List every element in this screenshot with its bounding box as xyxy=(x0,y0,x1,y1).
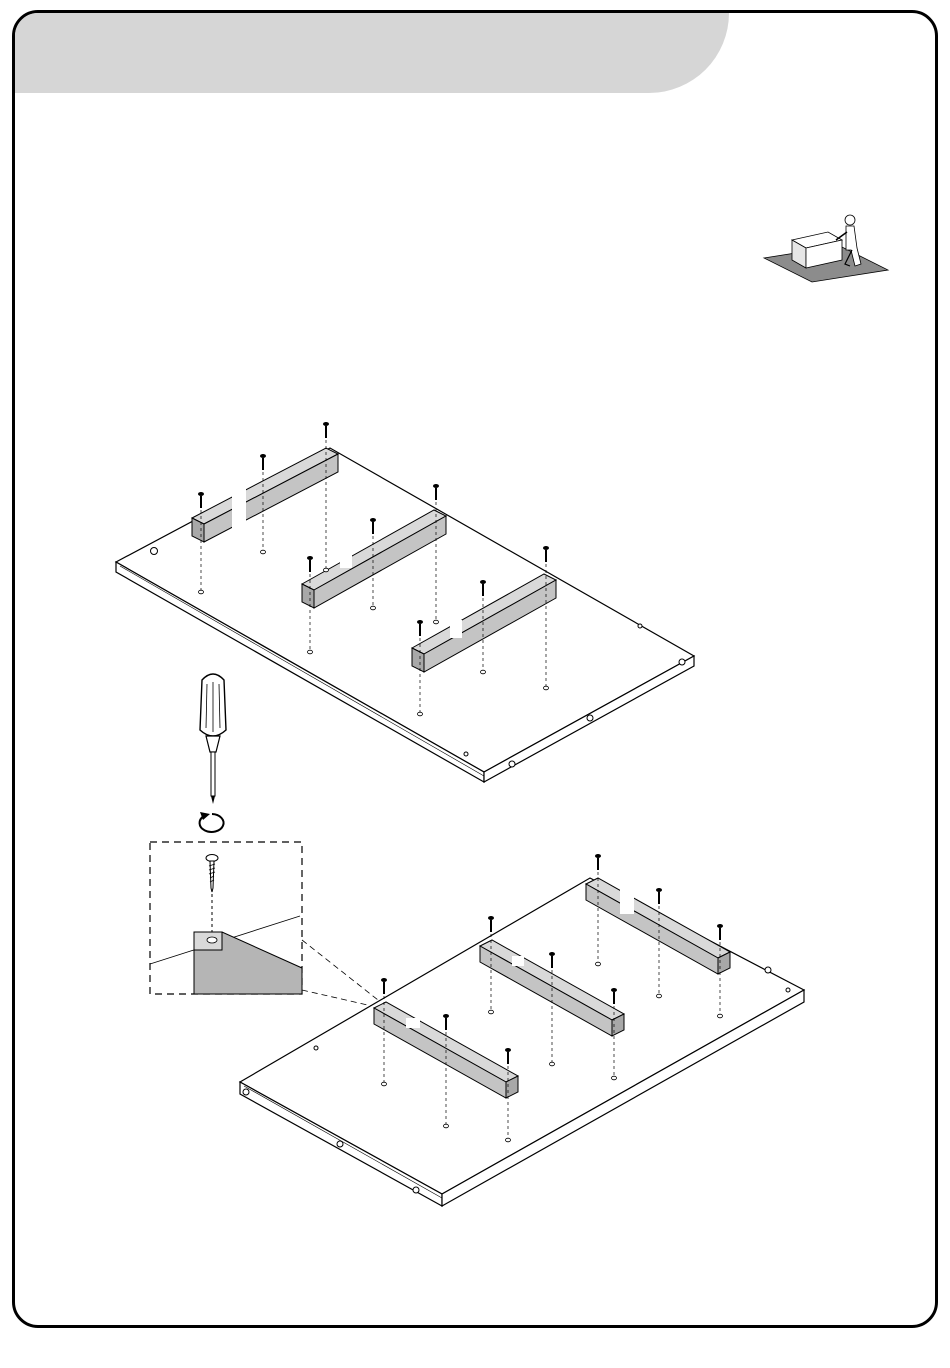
clockwise-rotate-arrow-icon xyxy=(200,812,224,832)
assembly-person-icon xyxy=(764,215,888,282)
detail-inset xyxy=(150,842,378,1006)
screwdriver-icon xyxy=(200,674,226,804)
